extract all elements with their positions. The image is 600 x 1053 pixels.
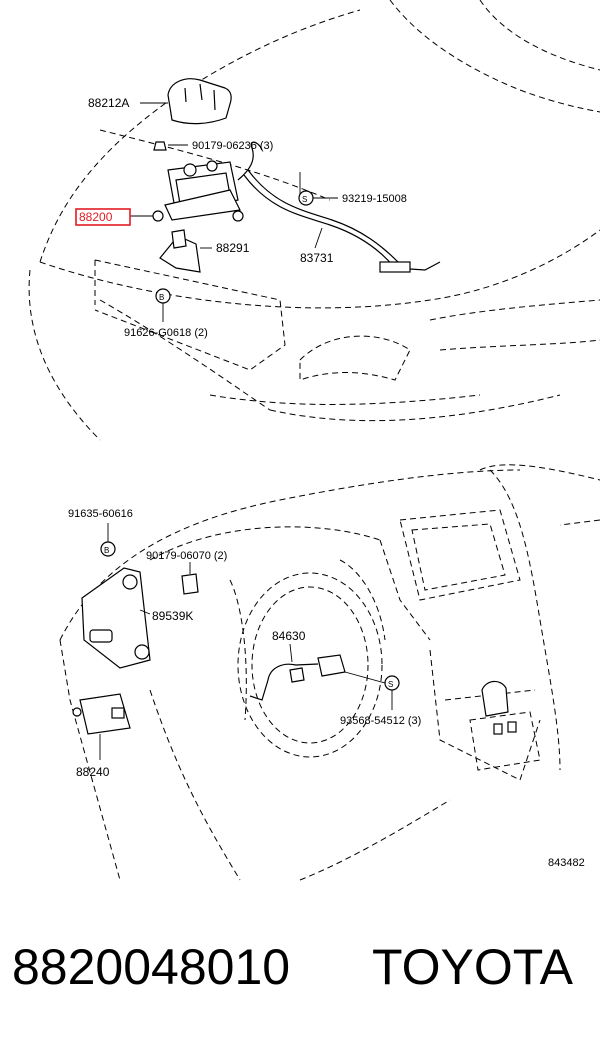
cover-88212a: 88212A (88, 78, 232, 125)
label-88212a: 88212A (88, 96, 129, 110)
bolt-90179-06236: 90179-06236 (3) (153, 140, 273, 152)
label-88240: 88240 (76, 765, 110, 779)
label-90179-06070: 90179-06070 (2) (146, 550, 227, 562)
label-89539k: 89539K (152, 609, 193, 623)
bracket-88291: 88291 (159, 229, 250, 273)
brand-caption: TOYOTA (372, 939, 573, 995)
label-88291: 88291 (216, 241, 250, 255)
parts-diagram: 88212A 90179-06236 (3) 88200 83731 S 932 (28, 0, 600, 881)
highlight-box (75, 208, 131, 226)
module-88240: 88240 (72, 693, 131, 779)
steering-wheel (229, 559, 386, 758)
part-number-caption: 8820048010 (12, 939, 291, 995)
label-84630: 84630 (272, 629, 306, 643)
label-88200[interactable]: 88200 (79, 210, 113, 224)
svg-text:B: B (159, 293, 164, 302)
nut-90179-06070: 90179-06070 (2) (146, 550, 227, 595)
label-91626-g0618: 91626-G0618 (2) (124, 327, 208, 339)
cable-83731: 83731 (237, 141, 441, 273)
svg-text:S: S (388, 680, 393, 689)
actuator-88200: 88200 (75, 160, 244, 226)
label-93219-15008: 93219-15008 (342, 193, 407, 205)
switch-84630: 84630 (249, 629, 346, 701)
label-90179-06236: 90179-06236 (3) (192, 140, 273, 152)
label-91635-60616: 91635-60616 (68, 508, 133, 520)
svg-text:B: B (104, 546, 109, 555)
shift-lever (469, 680, 541, 771)
diagram-reference-number: 843482 (548, 857, 585, 869)
screw-93568-54512: S 93568-54512 (3) (340, 671, 421, 727)
bolt-91635-60616: B 91635-60616 (68, 508, 133, 557)
bracket-89539k: 89539K (81, 567, 193, 669)
label-83731: 83731 (300, 251, 334, 265)
label-93568-54512: 93568-54512 (3) (340, 715, 421, 727)
svg-text:S: S (302, 195, 307, 204)
clip-93219-15008: S 93219-15008 (298, 190, 407, 206)
dashboard-outline (59, 464, 600, 881)
bolt-91626-g0618: B 91626-G0618 (2) (124, 288, 208, 339)
